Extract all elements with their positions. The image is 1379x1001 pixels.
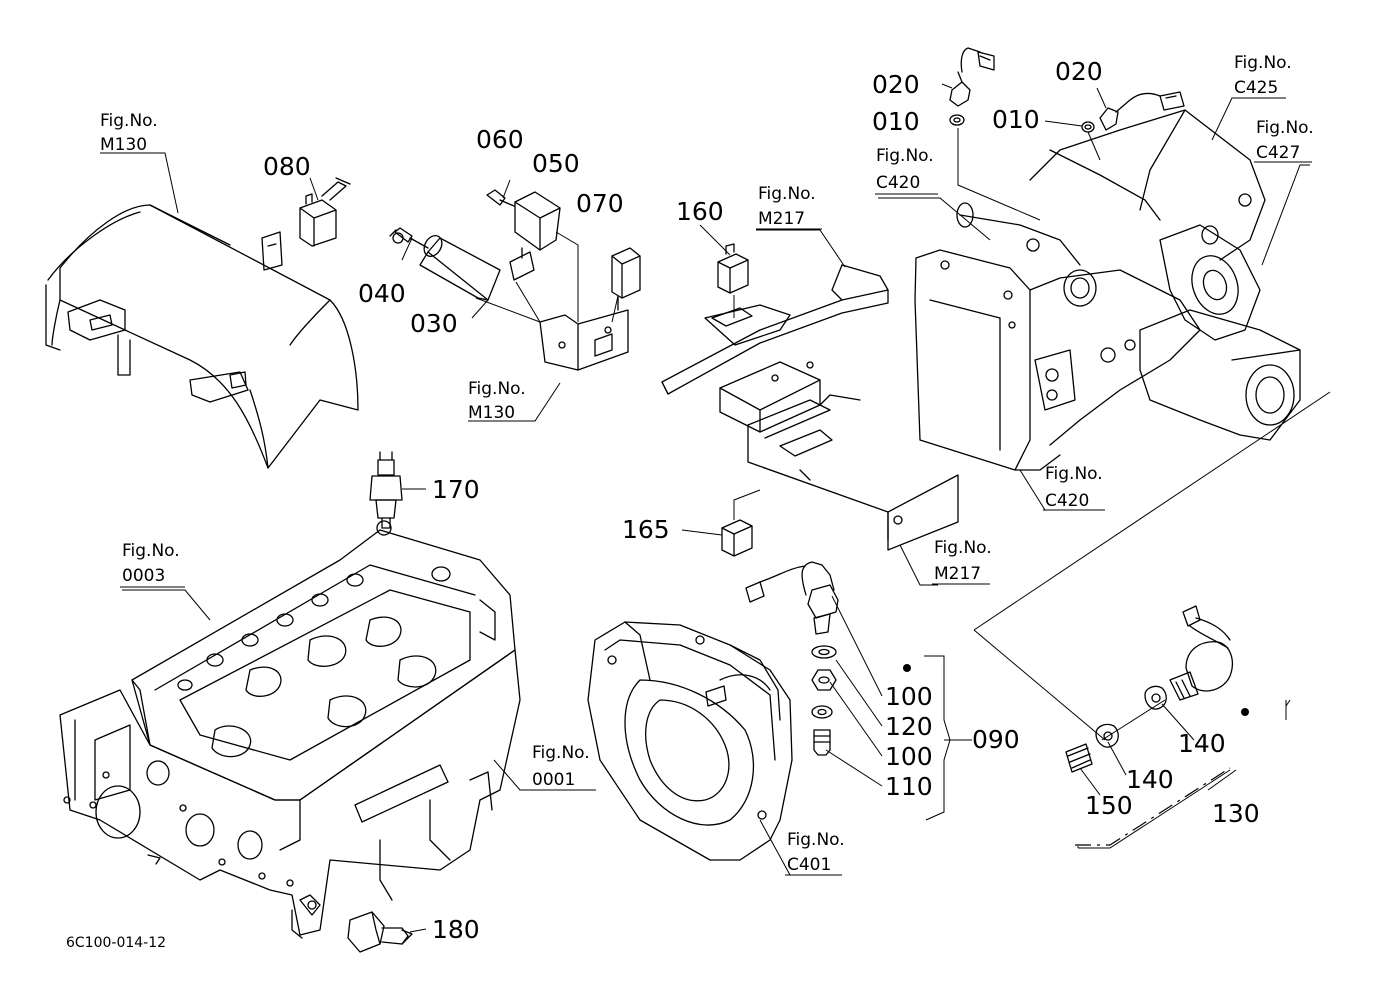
group-130-bracket <box>1075 767 1231 846</box>
fig-ref-m130-hood: Fig.No. M130 <box>100 111 158 155</box>
fig-ref-c401: Fig.No. C401 <box>787 830 845 875</box>
switch-160-part <box>717 243 749 294</box>
fig-ref-0001: Fig.No. 0001 <box>532 743 590 790</box>
label-160: 160 <box>676 197 724 226</box>
engine-cylinder-head <box>131 520 516 801</box>
label-070: 070 <box>576 189 624 218</box>
svg-text:C425: C425 <box>1234 78 1278 98</box>
svg-text:Fig.No.: Fig.No. <box>934 538 992 558</box>
svg-text:C420: C420 <box>876 173 920 193</box>
svg-text:C401: C401 <box>787 855 831 875</box>
label-010-left: 010 <box>872 107 920 136</box>
label-020-right: 020 <box>1055 57 1103 86</box>
label-110: 110 <box>885 772 933 801</box>
fig-ref-c420-upper: Fig.No. C420 <box>876 146 934 193</box>
engine-crankcase <box>59 649 521 939</box>
label-050: 050 <box>532 149 580 178</box>
switch-130-assembly-part <box>1065 605 1233 773</box>
svg-text:Fig.No.: Fig.No. <box>122 541 180 561</box>
svg-text:0001: 0001 <box>532 770 575 790</box>
svg-text:Fig.No.: Fig.No. <box>787 830 845 850</box>
switch-020-right-part <box>1099 91 1185 131</box>
relay-050-part <box>509 191 561 281</box>
label-090: 090 <box>972 725 1020 754</box>
relay-070-part <box>611 247 641 311</box>
label-060: 060 <box>476 125 524 154</box>
label-150: 150 <box>1085 791 1133 820</box>
label-100-upper: 100 <box>885 682 933 711</box>
label-100-lower: 100 <box>885 742 933 771</box>
solenoid-bracket <box>539 309 629 371</box>
label-165: 165 <box>622 515 670 544</box>
svg-text:Fig.No.: Fig.No. <box>468 379 526 399</box>
label-020-left: 020 <box>872 70 920 99</box>
washer-010-right-part <box>1081 121 1095 133</box>
sensor-170-part <box>369 451 403 529</box>
svg-text:Fig.No.: Fig.No. <box>758 184 816 204</box>
fig-ref-c427: Fig.No. C427 <box>1256 118 1314 163</box>
svg-text:C420: C420 <box>1045 491 1089 511</box>
bolt-060-part <box>486 189 515 207</box>
svg-text:M130: M130 <box>468 403 515 423</box>
bolt-040-part <box>389 227 413 244</box>
fig-ref-m130-bracket: Fig.No. M130 <box>468 379 526 423</box>
svg-text:C427: C427 <box>1256 143 1300 163</box>
svg-text:M217: M217 <box>758 209 805 229</box>
label-180: 180 <box>432 915 480 944</box>
dot-090 <box>903 664 911 672</box>
dot-130 <box>1241 708 1249 716</box>
label-120: 120 <box>885 712 933 741</box>
fig-ref-0003: Fig.No. 0003 <box>122 541 180 586</box>
label-010-right: 010 <box>992 105 1040 134</box>
fig-ref-c425: Fig.No. C425 <box>1234 53 1292 98</box>
bracket-frame-m217 <box>661 264 959 551</box>
svg-text:M217: M217 <box>934 564 981 584</box>
diagram-code: 6C100-014-12 <box>66 935 166 951</box>
svg-text:Fig.No.: Fig.No. <box>532 743 590 763</box>
label-130: 130 <box>1212 799 1260 828</box>
label-080: 080 <box>263 152 311 181</box>
sensor-180-part <box>347 911 413 953</box>
part-labels: 080 060 050 070 040 030 160 165 020 010 … <box>263 57 1260 944</box>
svg-text:M130: M130 <box>100 135 147 155</box>
transmission-case <box>914 109 1301 471</box>
fig-ref-m217-upper: Fig.No. M217 <box>758 184 816 229</box>
fig-ref-c420-lower: Fig.No. C420 <box>1045 464 1103 511</box>
fig-ref-m217-lower: Fig.No. M217 <box>934 538 992 584</box>
label-140-left: 140 <box>1126 765 1174 794</box>
switch-090-assembly-part <box>745 561 839 756</box>
switch-165-part <box>721 519 753 557</box>
relay-080-part <box>299 177 351 247</box>
svg-text:Fig.No.: Fig.No. <box>1256 118 1314 138</box>
label-040: 040 <box>358 279 406 308</box>
svg-text:Fig.No.: Fig.No. <box>876 146 934 166</box>
switch-020-left-part <box>949 47 995 107</box>
svg-text:Fig.No.: Fig.No. <box>100 111 158 131</box>
solenoid-030-part <box>409 235 501 301</box>
clutch-housing <box>587 621 793 861</box>
label-170: 170 <box>432 475 480 504</box>
label-140-right: 140 <box>1178 729 1226 758</box>
figure-references: Fig.No. M130 Fig.No. M130 Fig.No. M217 F… <box>100 53 1314 876</box>
svg-text:0003: 0003 <box>122 566 165 586</box>
svg-text:Fig.No.: Fig.No. <box>1045 464 1103 484</box>
svg-text:Fig.No.: Fig.No. <box>1234 53 1292 73</box>
label-030: 030 <box>410 309 458 338</box>
reference-dots <box>903 664 1249 716</box>
hood-panel <box>45 204 359 469</box>
washer-010-left-part <box>949 114 965 126</box>
